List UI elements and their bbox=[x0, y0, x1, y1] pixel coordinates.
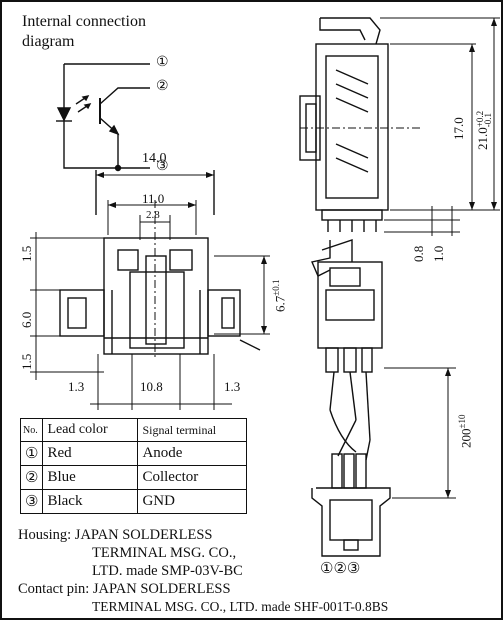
housing-line-1: Housing: JAPAN SOLDERLESS bbox=[18, 527, 213, 543]
dim-1-0: 1.0 bbox=[431, 245, 446, 262]
row-signal: Anode bbox=[137, 441, 248, 466]
lead-table: No. Lead color Signal terminal ① Red Ano… bbox=[19, 418, 248, 514]
dim-0-8: 0.8 bbox=[411, 245, 426, 262]
row-color: Black bbox=[42, 489, 139, 514]
contact-line-1: Contact pin: JAPAN SOLDERLESS bbox=[18, 581, 231, 597]
dim-1-3-left: 1.3 bbox=[68, 379, 85, 394]
schematic-title-line2: diagram bbox=[22, 33, 75, 50]
dim-21-0: 21.0+0.2-0.1 bbox=[475, 110, 494, 150]
row-no: ② bbox=[19, 465, 44, 490]
table-row: ② Blue Collector bbox=[19, 465, 248, 490]
table-row: ③ Black GND bbox=[19, 489, 248, 514]
pin-2-mark: ② bbox=[156, 79, 169, 94]
side-view bbox=[299, 17, 500, 236]
front-view bbox=[30, 170, 270, 410]
row-color: Blue bbox=[42, 465, 139, 490]
row-color: Red bbox=[42, 441, 139, 466]
dim-200: 200±10 bbox=[457, 414, 474, 448]
header-signal-terminal: Signal terminal bbox=[137, 418, 248, 442]
connector-pin-marks: ①②③ bbox=[320, 561, 361, 577]
dim-1-5-top: 1.5 bbox=[19, 245, 34, 262]
schematic bbox=[56, 63, 150, 172]
dim-11-0: 11.0 bbox=[142, 191, 165, 206]
dim-1-3-right: 1.3 bbox=[224, 379, 241, 394]
table-row: ① Red Anode bbox=[19, 441, 248, 466]
notes: Housing: JAPAN SOLDERLESS TERMINAL MSG. … bbox=[18, 526, 388, 616]
row-no: ① bbox=[19, 441, 44, 466]
dim-17-0: 17.0 bbox=[451, 117, 466, 140]
housing-line-3: LTD. made SMP-03V-BC bbox=[92, 563, 243, 579]
dim-1-5-bottom: 1.5 bbox=[19, 353, 34, 370]
dim-6-0: 6.0 bbox=[19, 311, 34, 328]
schematic-title-line1: Internal connection bbox=[22, 13, 146, 30]
pin-1-mark: ① bbox=[156, 55, 169, 70]
contact-line-2: TERMINAL MSG. CO., LTD. made SHF-001T-0.… bbox=[92, 599, 389, 614]
dim-14-0: 14.0 bbox=[142, 151, 167, 166]
dim-2-8: 2.8 bbox=[146, 209, 160, 221]
row-no: ③ bbox=[19, 489, 44, 514]
lead-table-header: No. Lead color Signal terminal bbox=[19, 418, 248, 442]
pin-3-mark: ③ bbox=[156, 159, 169, 174]
row-signal: Collector bbox=[137, 465, 248, 490]
lead-view bbox=[311, 239, 456, 557]
header-no: No. bbox=[19, 418, 44, 442]
row-signal: GND bbox=[137, 489, 248, 514]
arrowheads bbox=[96, 18, 497, 498]
housing-line-2: TERMINAL MSG. CO., bbox=[92, 545, 237, 561]
dim-6-7: 6.7±0.1 bbox=[271, 279, 288, 312]
dim-10-8: 10.8 bbox=[140, 379, 163, 394]
header-lead-color: Lead color bbox=[42, 418, 139, 442]
